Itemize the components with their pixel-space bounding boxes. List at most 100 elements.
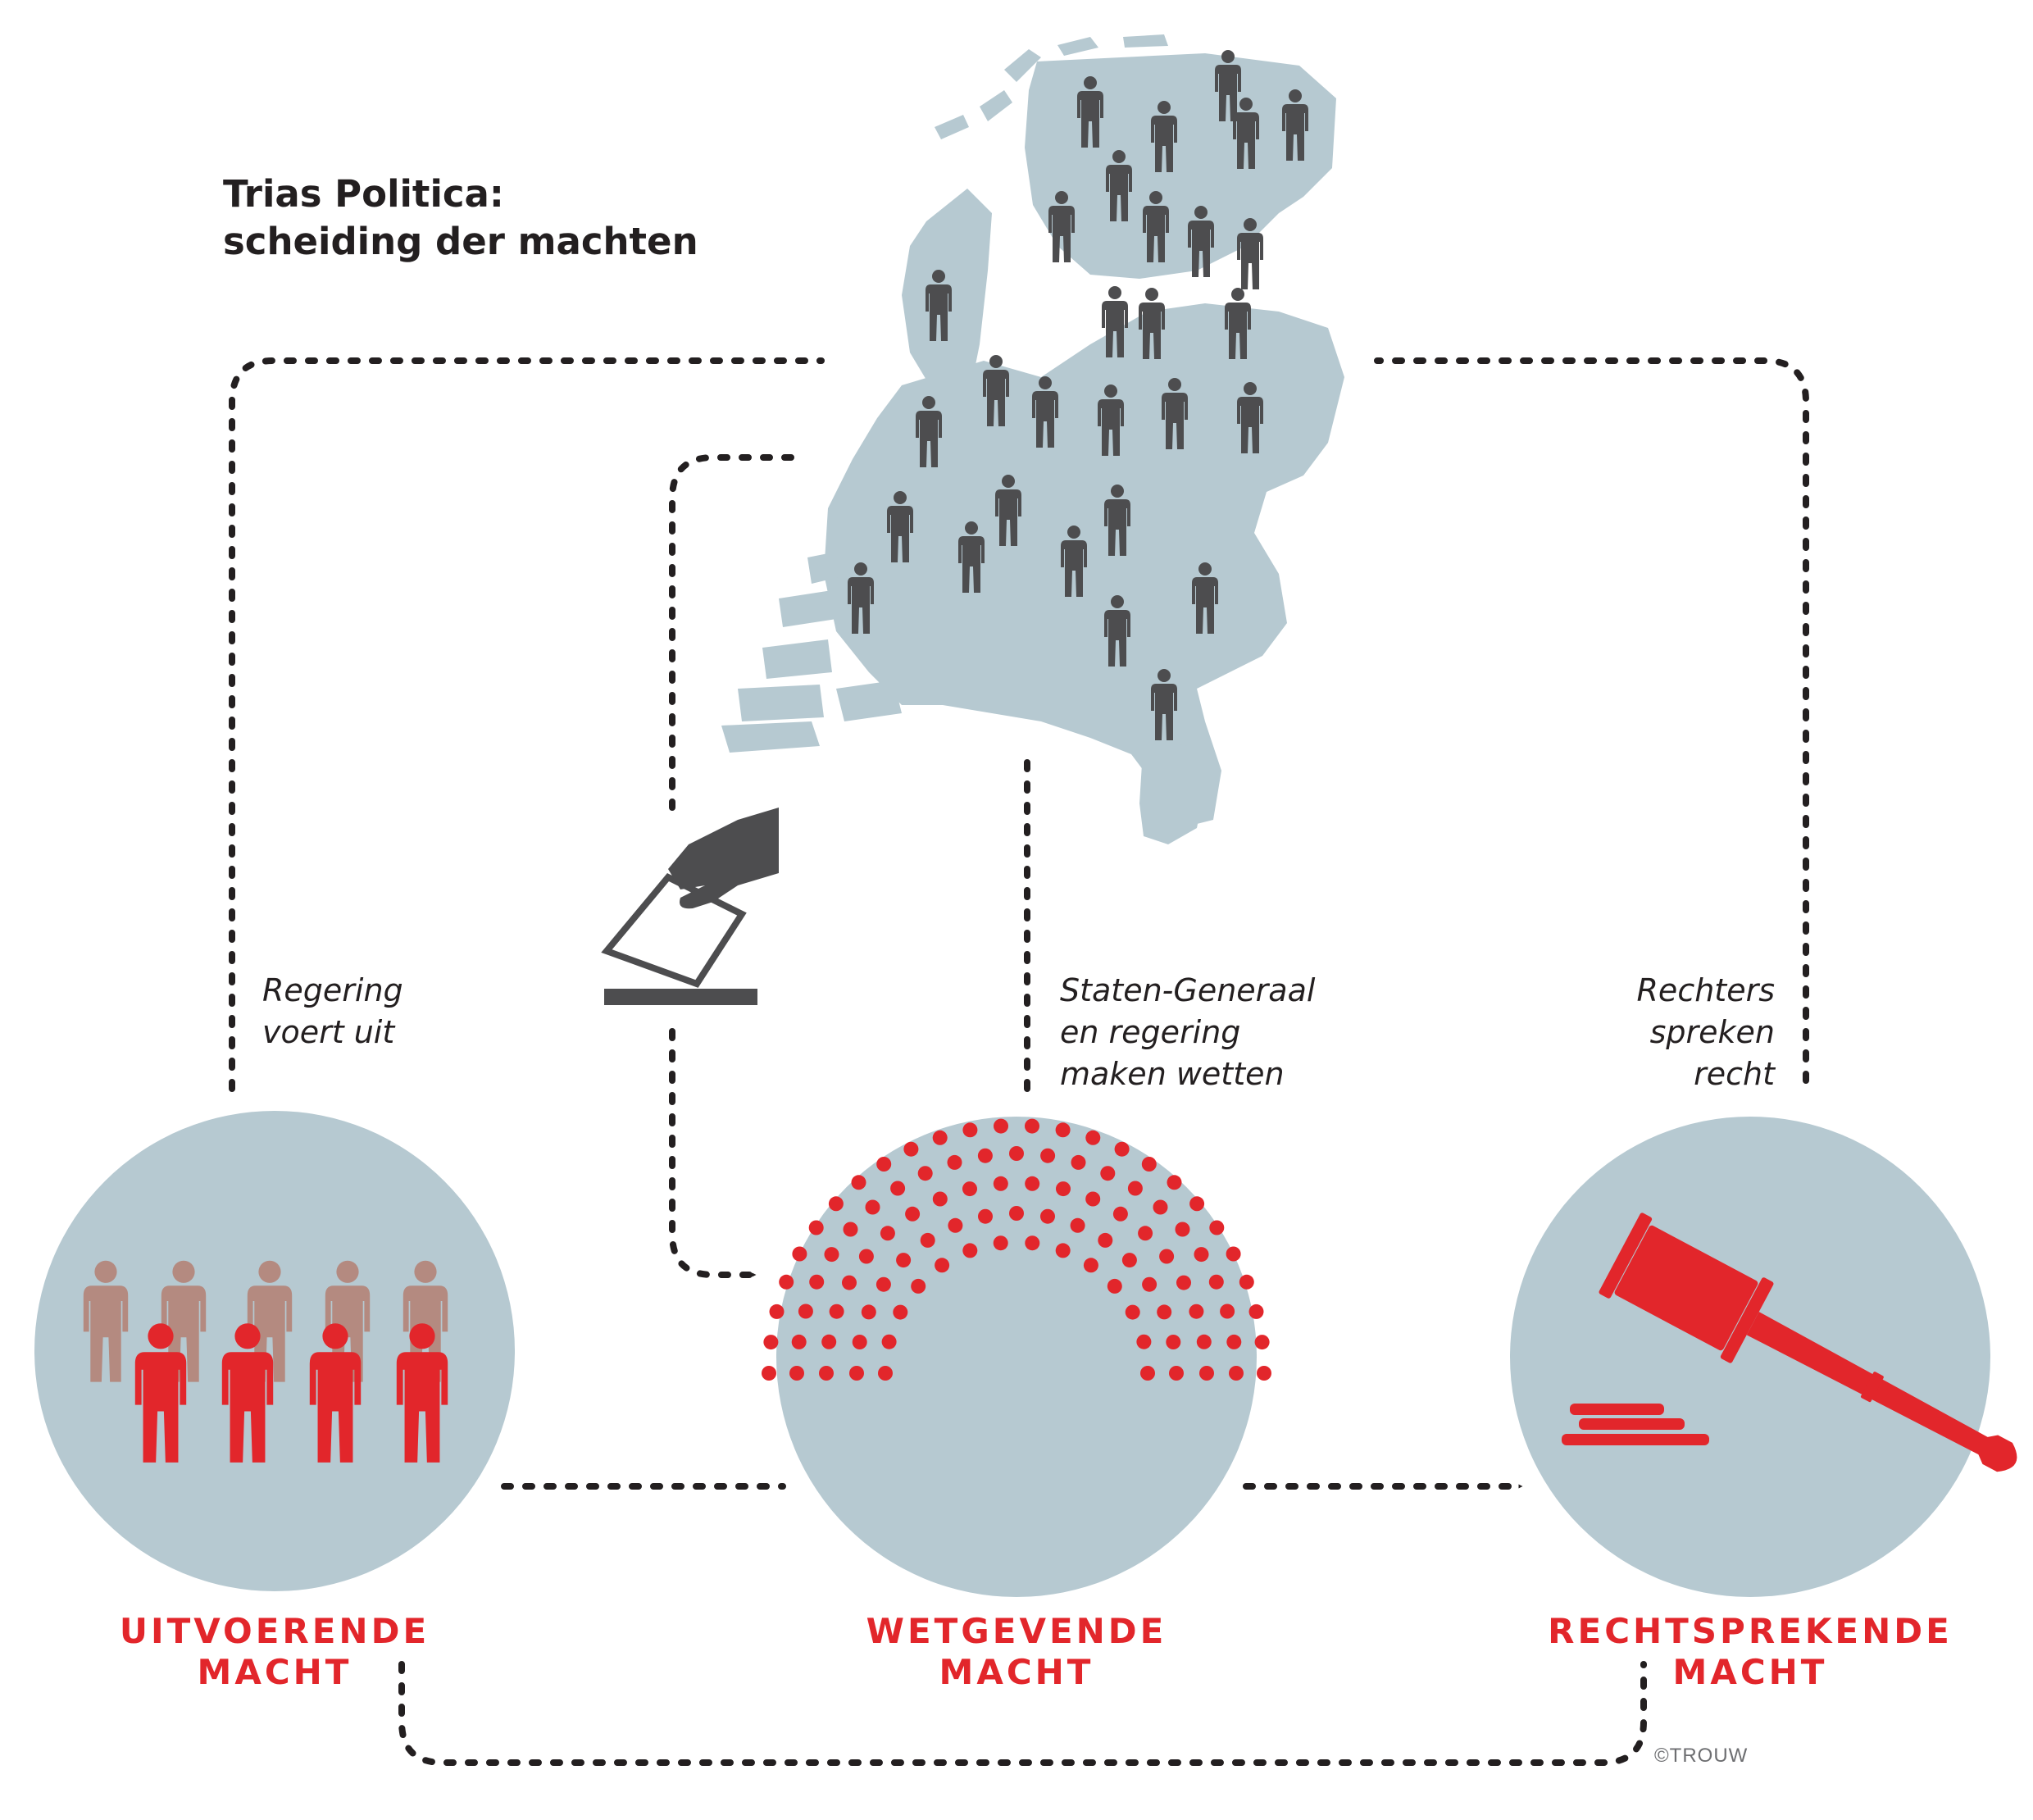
judicial-to-people-arrow [1374, 357, 1809, 1084]
seat-dot [809, 1274, 825, 1290]
seat-dot [798, 1304, 813, 1319]
gavel-icon [1562, 1213, 2017, 1472]
seat-dot [1220, 1304, 1235, 1319]
credit: ©TROUW [1654, 1745, 1749, 1767]
parliament-seats-icon [762, 1118, 1271, 1381]
seat-dot [1248, 1304, 1264, 1319]
seat-dot [1167, 1175, 1182, 1190]
legislative-power-label: WETGEVENDE MACHT [853, 1611, 1180, 1693]
seat-dot [1229, 1366, 1244, 1381]
executive-power-label: UITVOERENDE MACHT [111, 1611, 439, 1693]
seat-dot [890, 1181, 906, 1196]
seat-dot [1085, 1130, 1101, 1145]
seat-dot [1138, 1226, 1153, 1241]
judicial-circle [1510, 1117, 1990, 1597]
seat-dot [819, 1366, 834, 1381]
executive-caption-line-2: voert uit [262, 1014, 395, 1050]
seat-dot [762, 1366, 776, 1381]
seat-dot [858, 1249, 874, 1264]
seat-dot [962, 1122, 978, 1138]
seat-dot [893, 1304, 908, 1320]
seat-dot [1226, 1246, 1241, 1262]
judicial-power-line-2: MACHT [1672, 1652, 1828, 1692]
seat-dot [1208, 1274, 1224, 1290]
seat-dot [1254, 1335, 1270, 1350]
legislative-power-line-1: WETGEVENDE [866, 1611, 1167, 1651]
seat-dot [821, 1334, 837, 1349]
legislative-caption-line-3: maken wetten [1060, 1056, 1285, 1092]
seat-dot [1189, 1304, 1204, 1319]
seat-dot [1199, 1366, 1214, 1381]
judicial-caption-line-1: Rechters [1636, 972, 1775, 1008]
seat-dot [878, 1366, 893, 1381]
seat-dot [1125, 1304, 1140, 1320]
seat-dot [1257, 1366, 1271, 1381]
executive-power-line-1: UITVOERENDE [119, 1611, 430, 1651]
seat-dot [1107, 1278, 1122, 1294]
seat-dot [1009, 1146, 1024, 1161]
seat-dot [791, 1334, 807, 1349]
seat-dot [1098, 1232, 1113, 1248]
seat-dot [1169, 1366, 1184, 1381]
judicial-caption: Rechters spreken recht [1637, 970, 1775, 1095]
seat-dot [1025, 1118, 1039, 1134]
legislative-circle [776, 1117, 1257, 1597]
seat-dot [1136, 1334, 1152, 1349]
title-line-1: Trias Politica: [223, 172, 504, 216]
seat-dot [1127, 1181, 1143, 1196]
seat-dot [789, 1366, 804, 1381]
seat-dot [1025, 1176, 1040, 1191]
people-vote-path [669, 454, 794, 811]
executive-caption-line-1: Regering [262, 972, 403, 1008]
judicial-power-label: RECHTSPREKENDE MACHT [1545, 1611, 1955, 1693]
seat-dot [935, 1258, 950, 1273]
seat-dot [1055, 1122, 1071, 1138]
seat-dot [903, 1141, 919, 1157]
vote-to-legislative-arrow [669, 1028, 757, 1278]
executive-caption: Regering voert uit [262, 970, 403, 1053]
seat-dot [1100, 1166, 1116, 1181]
seat-dot [861, 1304, 876, 1320]
ballot-hand-icon [601, 808, 779, 1005]
executive-to-people-arrow [229, 357, 825, 1092]
seat-dot [1009, 1206, 1024, 1221]
seat-dot [932, 1130, 948, 1145]
seat-dot [824, 1247, 839, 1263]
seat-dot [808, 1220, 824, 1235]
seat-dot [1142, 1276, 1157, 1292]
seat-dot [1040, 1208, 1055, 1224]
seat-dot [1083, 1258, 1098, 1273]
seat-dot [1194, 1247, 1209, 1263]
seat-dot [851, 1175, 866, 1190]
seat-dot [1040, 1148, 1056, 1163]
seat-dot [1239, 1274, 1254, 1290]
seat-dot [962, 1181, 977, 1197]
seat-dot [792, 1246, 807, 1262]
legislative-caption: Staten-Generaal en regering maken wetten [1060, 970, 1315, 1095]
seat-dot [905, 1206, 921, 1222]
seat-dot [1121, 1253, 1137, 1268]
seat-dot [852, 1335, 867, 1349]
seat-dot [876, 1157, 892, 1172]
seat-dot [881, 1334, 897, 1349]
seat-dot [1166, 1335, 1181, 1349]
judicial-power-line-1: RECHTSPREKENDE [1548, 1611, 1953, 1651]
seat-dot [829, 1304, 844, 1319]
seat-dot [932, 1191, 948, 1207]
executive-judicial-arrow [398, 1661, 1647, 1766]
legislative-power-line-2: MACHT [939, 1652, 1094, 1692]
seat-dot [947, 1154, 962, 1170]
seat-dot [763, 1335, 779, 1350]
seat-dot [994, 1118, 1008, 1134]
seat-dot [1056, 1181, 1071, 1197]
seat-dot [1159, 1249, 1175, 1264]
seat-dot [1112, 1206, 1128, 1222]
seat-dot [1226, 1334, 1242, 1349]
seat-dot [948, 1217, 963, 1233]
seat-dot [779, 1274, 794, 1290]
seat-dot [917, 1166, 933, 1181]
title-line-2: scheiding der machten [223, 220, 698, 263]
seat-dot [843, 1222, 858, 1237]
seat-dot [1196, 1334, 1212, 1349]
